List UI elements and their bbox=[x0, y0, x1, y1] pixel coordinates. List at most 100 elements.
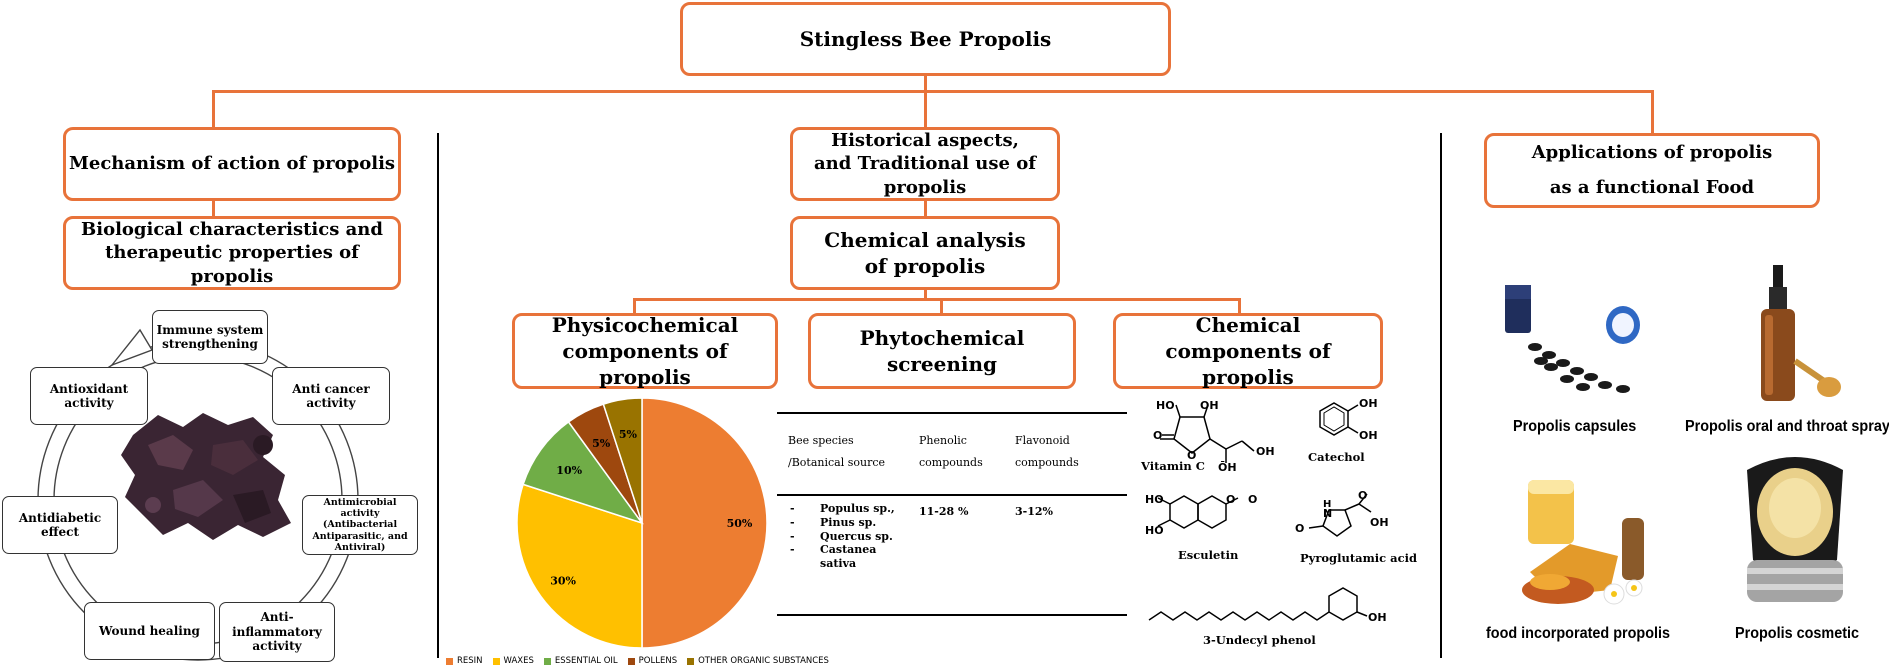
legend-label: ESSENTIAL OIL bbox=[554, 656, 618, 666]
legend-swatch bbox=[627, 657, 635, 665]
product-food: food incorporated propolis bbox=[1486, 625, 1670, 642]
legend-item-other-organic-substances: OTHER ORGANIC SUBSTANCES bbox=[687, 656, 829, 666]
divider-left bbox=[437, 133, 439, 658]
vitc-oh: OH bbox=[1200, 399, 1219, 412]
vitamin-c-label: Vitamin C bbox=[1141, 459, 1205, 473]
chemical-components-text: Chemical components of propolis bbox=[1165, 313, 1331, 389]
title-text: Stingless Bee Propolis bbox=[799, 27, 1052, 51]
table-phenolic-value: 11-28 % bbox=[919, 505, 969, 518]
activity-immune: Immune system strengthening bbox=[152, 310, 268, 364]
legend-label: RESIN bbox=[457, 656, 483, 666]
catechol-structure bbox=[1319, 402, 1359, 436]
product-cosmetic: Propolis cosmetic bbox=[1735, 625, 1860, 642]
table-header-flavonoid: Flavonoid compounds bbox=[1015, 434, 1079, 469]
connector-title-down bbox=[924, 76, 927, 92]
vitamin-c-structure bbox=[1160, 404, 1255, 463]
pyroglutamic-acid-label: Pyroglutamic acid bbox=[1300, 551, 1417, 565]
product-spray: Propolis oral and throat spray bbox=[1685, 418, 1889, 435]
undecyl-phenol-label: 3-Undecyl phenol bbox=[1203, 633, 1316, 647]
connector-sub-left bbox=[633, 298, 636, 314]
activity-antimicrobial: Antimicrobial activity (Antibacterial An… bbox=[302, 495, 418, 555]
composition-pie-chart: 50% 30% 10% 5% 5% bbox=[516, 397, 768, 649]
vitc-o-carbonyl: O bbox=[1153, 429, 1163, 442]
legend-label: POLLENS bbox=[638, 656, 678, 666]
cosmetic-jar-image bbox=[1747, 457, 1843, 602]
table-species-list: -Populus sp., -Pinus sp. -Quercus sp. -C… bbox=[790, 502, 895, 570]
connector-left-down bbox=[212, 90, 215, 128]
connector-hist-chem bbox=[924, 200, 927, 218]
pie-label-pollens: 5% bbox=[592, 437, 611, 450]
connector-sub-horizontal bbox=[633, 298, 1241, 301]
catechol-oh-2: OH bbox=[1359, 429, 1378, 442]
legend-swatch bbox=[543, 657, 551, 665]
table-mid-rule bbox=[777, 494, 1127, 496]
pie-legend: RESIN WAXES ESSENTIAL OIL POLLENS OTHER ORGA… bbox=[446, 656, 829, 666]
esculetin-o-1: O bbox=[1226, 493, 1236, 506]
connector-mech-bio bbox=[212, 198, 215, 218]
mechanism-box: Mechanism of action of propolis bbox=[63, 127, 401, 201]
activity-antidiabetic: Antidiabetic effect bbox=[2, 496, 118, 554]
activity-anti-inflammatory: Anti-inflammatory activity bbox=[219, 602, 335, 662]
pyro-o-acid: O bbox=[1358, 489, 1368, 502]
mechanism-text: Mechanism of action of propolis bbox=[68, 153, 396, 175]
applications-text: Applications of propolis as a functional… bbox=[1531, 142, 1773, 198]
catechol-oh-1: OH bbox=[1359, 397, 1378, 410]
connector-sub-mid bbox=[940, 298, 943, 314]
activity-antioxidant: Antioxidant activity bbox=[30, 367, 148, 425]
undecyl-oh: OH bbox=[1368, 611, 1387, 624]
connector-top-horizontal bbox=[212, 90, 1654, 93]
vitc-oh-end: OH bbox=[1256, 445, 1275, 458]
vitc-ring-o: O bbox=[1187, 449, 1197, 462]
chemical-components-box: Chemical components of propolis bbox=[1113, 313, 1383, 389]
chemical-analysis-box: Chemical analysis of propolis bbox=[790, 216, 1060, 290]
divider-right bbox=[1440, 133, 1442, 658]
connector-chem-down bbox=[924, 288, 927, 300]
pie-label-waxes: 30% bbox=[550, 574, 576, 587]
pie-label-other-organic-substances: 5% bbox=[619, 428, 638, 441]
table-header-phenolic: Phenolic compounds bbox=[919, 434, 983, 469]
activity-anticancer: Anti cancer activity bbox=[272, 367, 390, 425]
chemical-analysis-text: Chemical analysis of propolis bbox=[824, 228, 1026, 278]
title-box: Stingless Bee Propolis bbox=[680, 2, 1171, 76]
physicochemical-box: Physicochemical components of propolis bbox=[512, 313, 778, 389]
pyroglutamic-acid-structure bbox=[1308, 493, 1372, 537]
catechol-label: Catechol bbox=[1308, 450, 1365, 464]
esculetin-o-2: O bbox=[1248, 493, 1258, 506]
legend-swatch bbox=[687, 657, 695, 665]
legend-label: WAXES bbox=[503, 656, 534, 666]
esculetin-ho-1: HO bbox=[1145, 493, 1164, 506]
pyro-n: N bbox=[1323, 507, 1333, 520]
connector-right-down bbox=[1651, 90, 1654, 135]
legend-label: OTHER ORGANIC SUBSTANCES bbox=[698, 656, 829, 666]
product-capsules: Propolis capsules bbox=[1513, 418, 1637, 435]
esculetin-structure bbox=[1157, 495, 1239, 529]
pyro-h: H bbox=[1323, 499, 1332, 510]
legend-item-waxes: WAXES bbox=[492, 656, 534, 666]
pie-slice-waxes bbox=[516, 483, 643, 649]
food-propolis-image bbox=[1522, 480, 1644, 605]
phytochemical-text: Phytochemical screening bbox=[859, 326, 1025, 376]
historical-box: Historical aspects, and Traditional use … bbox=[790, 127, 1060, 201]
table-bottom-rule bbox=[777, 614, 1127, 616]
capsules-image bbox=[1505, 285, 1640, 393]
legend-swatch bbox=[446, 657, 453, 665]
spray-bottle-image bbox=[1761, 265, 1841, 401]
esculetin-ho-2: HO bbox=[1145, 524, 1164, 537]
applications-box: Applications of propolis as a functional… bbox=[1484, 133, 1820, 208]
undecyl-phenol-structure bbox=[1148, 587, 1368, 621]
pie-slice-resin bbox=[641, 397, 768, 649]
pie-label-resin: 50% bbox=[727, 517, 753, 530]
physicochemical-text: Physicochemical components of propolis bbox=[551, 313, 739, 389]
legend-item-resin: RESIN bbox=[446, 656, 483, 666]
pie-label-essential-oil: 10% bbox=[556, 464, 582, 477]
table-top-rule bbox=[777, 412, 1127, 414]
activity-wound-healing: Wound healing bbox=[84, 602, 215, 660]
biological-text: Biological characteristics and therapeut… bbox=[81, 218, 383, 287]
phytochemical-box: Phytochemical screening bbox=[808, 313, 1076, 389]
historical-text: Historical aspects, and Traditional use … bbox=[814, 129, 1036, 198]
vitc-ho: HO bbox=[1156, 399, 1175, 412]
legend-item-pollens: POLLENS bbox=[627, 656, 678, 666]
pie-slice-essential-oil bbox=[522, 420, 644, 525]
pyro-o-ring: O bbox=[1295, 522, 1305, 535]
table-flavonoid-value: 3-12% bbox=[1015, 505, 1053, 518]
